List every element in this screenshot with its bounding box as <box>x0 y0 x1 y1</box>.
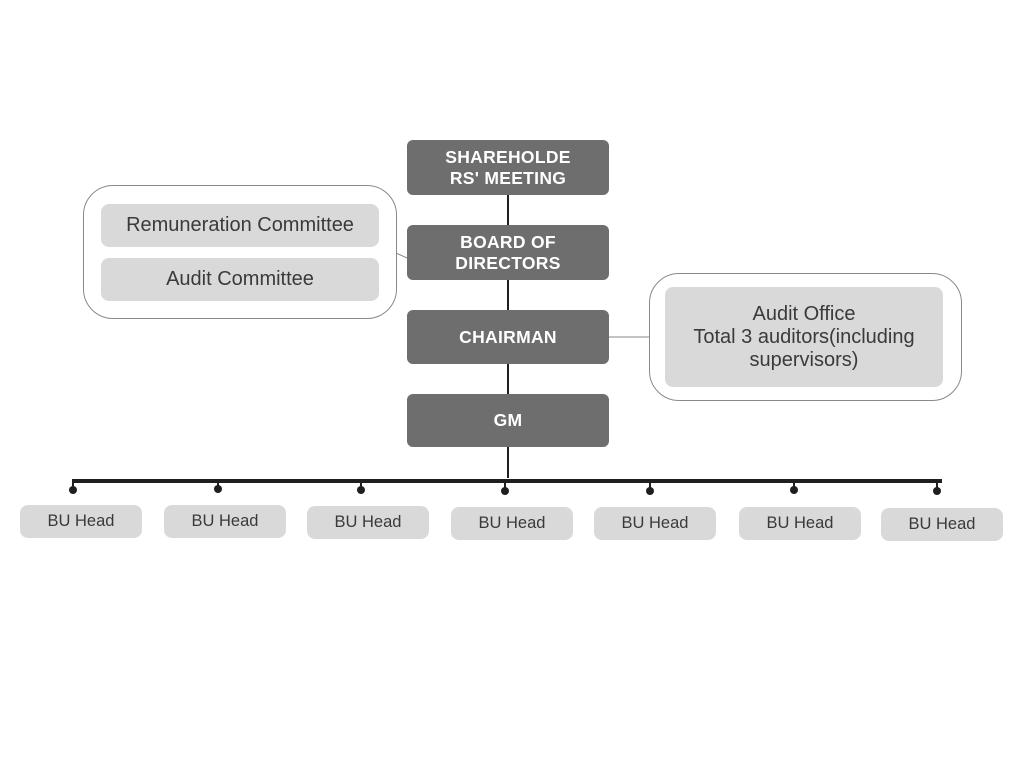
bu-head-node: BU Head <box>881 508 1003 541</box>
audit-office-node: Audit Office Total 3 auditors(including … <box>665 287 943 387</box>
audit-committee-node: Audit Committee <box>101 258 379 301</box>
board-of-directors-node: BOARD OF DIRECTORS <box>407 225 609 280</box>
bu-head-node: BU Head <box>739 507 861 540</box>
bu-head-node: BU Head <box>594 507 716 540</box>
bu-connector-dot <box>646 487 654 495</box>
bu-head-node: BU Head <box>451 507 573 540</box>
bu-connector-dot <box>69 486 77 494</box>
chairman-node: CHAIRMAN <box>407 310 609 364</box>
bu-head-node: BU Head <box>164 505 286 538</box>
bu-connector-dot <box>214 485 222 493</box>
bu-connector-dot <box>933 487 941 495</box>
bu-connector-dot <box>501 487 509 495</box>
bu-head-node: BU Head <box>20 505 142 538</box>
bu-head-node: BU Head <box>307 506 429 539</box>
shareholders-meeting-node: SHAREHOLDE RS' MEETING <box>407 140 609 195</box>
bu-connector-dot <box>790 486 798 494</box>
remuneration-committee-node: Remuneration Committee <box>101 204 379 247</box>
gm-node: GM <box>407 394 609 447</box>
bu-connector-dot <box>357 486 365 494</box>
connector-board-committees <box>395 252 408 259</box>
